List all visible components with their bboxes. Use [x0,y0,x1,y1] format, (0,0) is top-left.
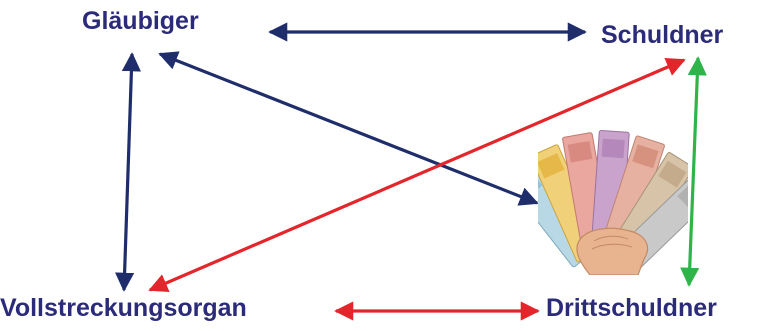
arrow-schuldner-drittschuldner [680,56,707,287]
node-vollstreckungsorgan: Vollstreckungsorgan [0,294,247,322]
arrow-schuldner-vollstreckungsorgan [148,58,686,292]
node-schuldner: Schuldner [601,21,724,49]
hand-holding-euro-banknotes-icon [538,129,688,275]
node-glaeubiger: Gläubiger [82,7,199,35]
node-drittschuldner: Drittschuldner [546,294,717,322]
arrow-glaeubiger-drittschuldner [158,51,539,206]
arrow-glaeubiger-vollstreckungsorgan [114,52,142,292]
